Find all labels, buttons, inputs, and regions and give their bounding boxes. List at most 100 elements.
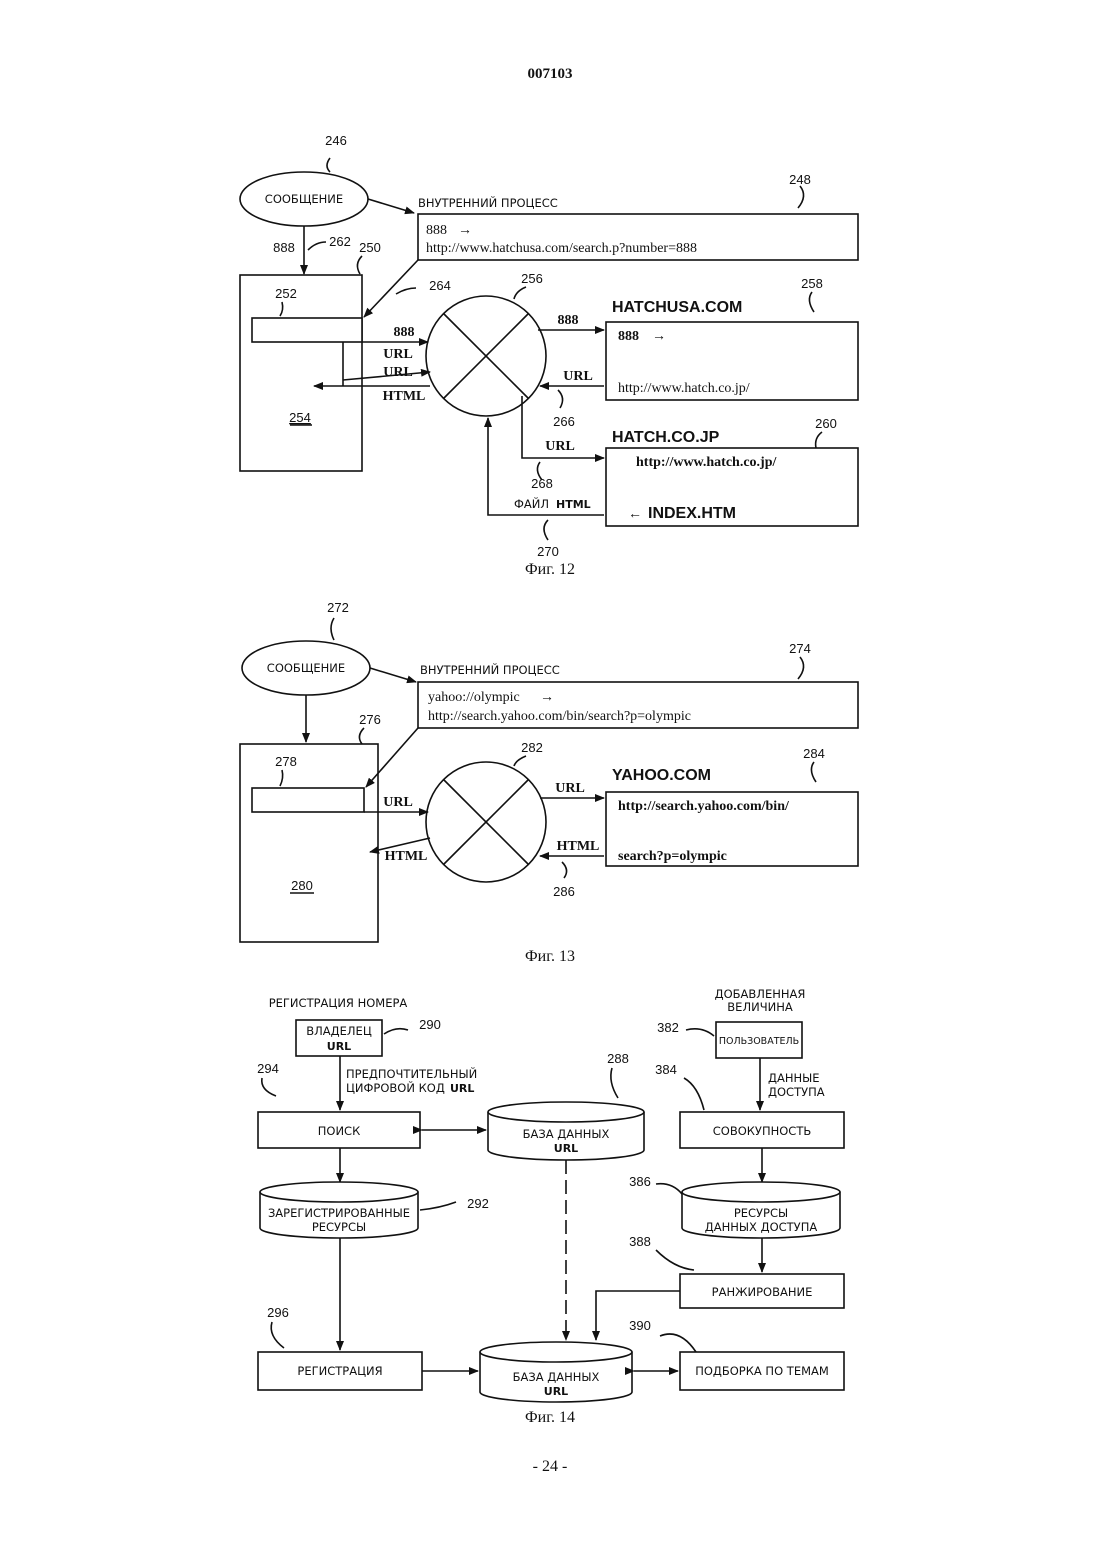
label-file: ФАЙЛ	[514, 496, 549, 511]
ref-264: 264	[429, 278, 451, 293]
message-label: СООБЩЕНИЕ	[265, 192, 343, 206]
ref-256: 256	[521, 271, 543, 286]
ref-384: 384	[655, 1062, 677, 1077]
left-arrow-icon: ←	[628, 507, 642, 522]
res-l1: РЕСУРСЫ	[734, 1206, 788, 1220]
pref-l2b: URL	[450, 1082, 474, 1095]
res-l2: ДАННЫХ ДОСТУПА	[705, 1220, 818, 1234]
registered-l1: ЗАРЕГИСТРИРОВАННЫЕ	[268, 1206, 410, 1220]
leader-284	[811, 762, 816, 782]
leader-290	[384, 1029, 408, 1034]
leader-384	[684, 1078, 704, 1110]
fig12-caption: Фиг. 12	[525, 561, 575, 578]
label-html-left: HTML	[385, 849, 428, 864]
site2-title: HATCH.CO.JP	[612, 429, 720, 446]
ref-266: 266	[553, 414, 575, 429]
label-file-html: HTML	[556, 498, 591, 511]
ref-278: 278	[275, 754, 297, 769]
label-url-left: URL	[383, 795, 413, 810]
arrow-message-to-process	[370, 668, 416, 682]
figure-14: РЕГИСТРАЦИЯ НОМЕРА ВЛАДЕЛЕЦ URL 290 ПРЕД…	[257, 987, 844, 1426]
topics-label: ПОДБОРКА ПО ТЕМАМ	[695, 1364, 829, 1378]
db-top-cap	[488, 1102, 644, 1122]
label-html: HTML	[383, 389, 426, 404]
ref-292: 292	[467, 1196, 489, 1211]
ref-388: 388	[629, 1234, 651, 1249]
ref-290: 290	[419, 1017, 441, 1032]
ref-382: 382	[657, 1020, 679, 1035]
leader-288	[611, 1068, 618, 1098]
leader-258	[809, 292, 814, 312]
site-line1: http://search.yahoo.com/bin/	[618, 799, 790, 814]
search-label: ПОИСК	[318, 1124, 361, 1138]
user-label: ПОЛЬЗОВАТЕЛЬ	[719, 1036, 799, 1047]
ref-250: 250	[359, 240, 381, 255]
ref-274: 274	[789, 641, 811, 656]
access-l2: ДОСТУПА	[768, 1085, 825, 1099]
leader-266	[558, 390, 563, 408]
ref-248: 248	[789, 172, 811, 187]
figure-12: СООБЩЕНИЕ 246 ВНУТРЕННИЙ ПРОЦЕСС 888 → h…	[240, 133, 858, 578]
right-arrow-icon: →	[540, 690, 554, 705]
label-url-right: URL	[555, 781, 585, 796]
ref-284: 284	[803, 746, 825, 761]
fig13-caption: Фиг. 13	[525, 948, 575, 965]
ref-268: 268	[531, 476, 553, 491]
leader-286	[562, 862, 567, 878]
leader-262	[308, 242, 326, 250]
leader-274	[798, 657, 804, 679]
client-box	[240, 744, 378, 942]
leader-388	[656, 1250, 694, 1270]
site1-line2: http://www.hatch.co.jp/	[618, 381, 750, 396]
registered-cap	[260, 1182, 418, 1202]
db-bottom-cap	[480, 1342, 632, 1362]
ranking-label: РАНЖИРОВАНИЕ	[712, 1285, 813, 1299]
leader-264	[396, 288, 416, 294]
ref-390: 390	[629, 1318, 651, 1333]
process-line2: http://search.yahoo.com/bin/search?p=oly…	[428, 709, 691, 724]
registration-label: РЕГИСТРАЦИЯ	[297, 1364, 382, 1378]
client-field	[252, 318, 362, 342]
process-line2: http://www.hatchusa.com/search.p?number=…	[426, 241, 697, 256]
leader-382	[686, 1029, 714, 1036]
client-field	[252, 788, 364, 812]
aggregate-label: СОВОКУПНОСТЬ	[713, 1124, 812, 1138]
ref-276: 276	[359, 712, 381, 727]
added-l2: ВЕЛИЧИНА	[727, 1000, 793, 1014]
ref-288: 288	[607, 1051, 629, 1066]
ref-252: 252	[275, 286, 297, 301]
ref-294: 294	[257, 1061, 279, 1076]
ref-254: 254	[289, 410, 311, 425]
leader-390	[660, 1334, 696, 1352]
ref-272: 272	[327, 600, 349, 615]
label-url-1: URL	[383, 347, 413, 362]
added-l1: ДОБАВЛЕННАЯ	[715, 987, 806, 1001]
label-url-3: URL	[563, 369, 593, 384]
leader-256	[514, 287, 526, 299]
owner-l1: ВЛАДЕЛЕЦ	[306, 1024, 372, 1038]
right-arrow-icon: →	[458, 223, 472, 238]
site2-line1: http://www.hatch.co.jp/	[636, 455, 778, 470]
ref-296: 296	[267, 1305, 289, 1320]
leader-246	[327, 158, 330, 172]
site-title: YAHOO.COM	[612, 767, 711, 784]
db-bottom-l2: URL	[544, 1385, 568, 1398]
db-bottom-l1: БАЗА ДАННЫХ	[513, 1370, 600, 1384]
label-888-b: 888	[394, 325, 415, 340]
leader-276	[359, 728, 364, 744]
process-title: ВНУТРЕННИЙ ПРОЦЕСС	[418, 195, 558, 210]
process-line1: 888	[426, 223, 447, 238]
leader-248	[798, 186, 804, 208]
fig14-caption: Фиг. 14	[525, 1409, 575, 1426]
leader-260	[816, 432, 822, 448]
reg-title: РЕГИСТРАЦИЯ НОМЕРА	[269, 996, 408, 1010]
right-arrow-icon: →	[652, 329, 666, 344]
site-line2: search?p=olympic	[618, 849, 727, 864]
pref-l1: ПРЕДПОЧТИТЕЛЬНЫЙ	[346, 1066, 477, 1081]
label-url-4: URL	[545, 439, 575, 454]
ref-282: 282	[521, 740, 543, 755]
ref-280: 280	[291, 878, 313, 893]
label-888-a: 888	[273, 240, 295, 255]
